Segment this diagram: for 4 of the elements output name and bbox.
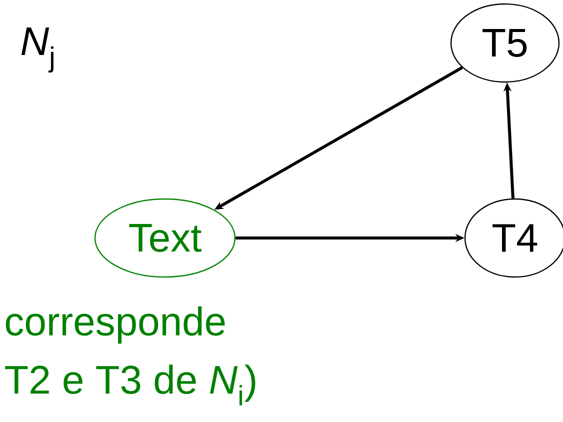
ellipse-node: Text xyxy=(94,198,236,278)
ellipse-node: T5 xyxy=(450,3,560,83)
text-label: T2 e T3 de N$_{i}$) xyxy=(5,364,256,406)
text-label: N$_{j}$ xyxy=(21,27,54,72)
